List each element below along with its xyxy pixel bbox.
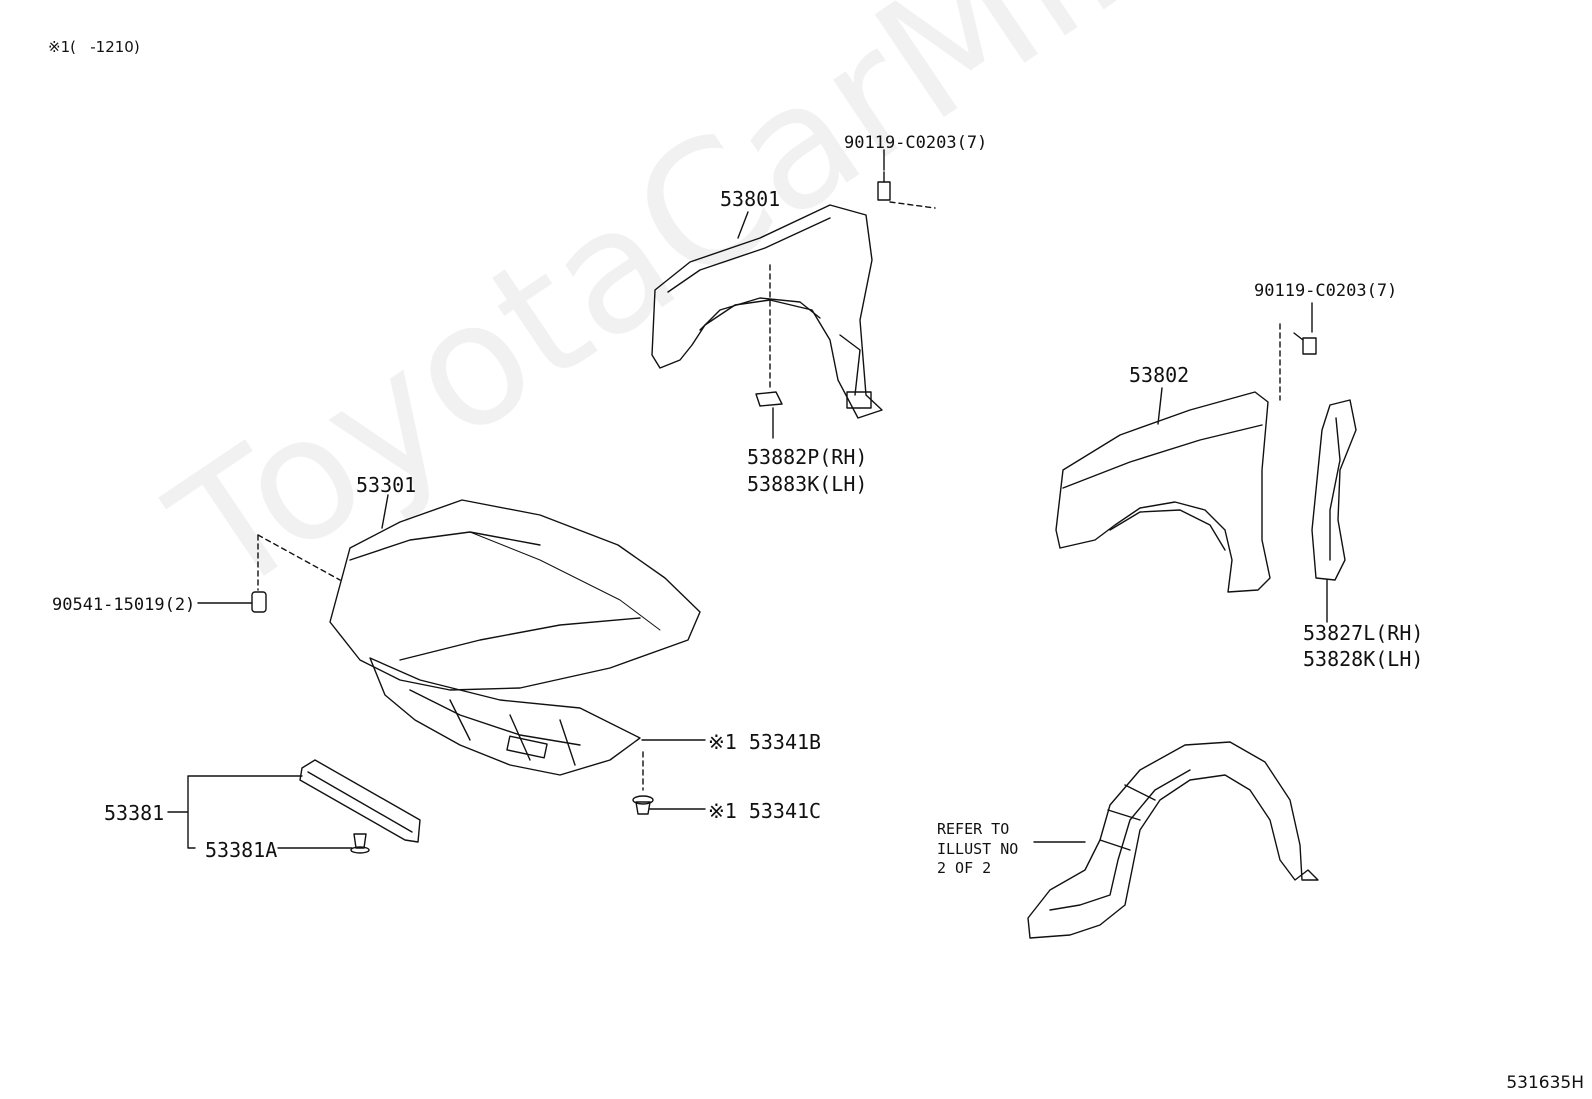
part-label-bolt-fender-lh[interactable]: 90119-C0203(7) [1254,281,1398,301]
part-label-bolt-fender-rh[interactable]: 90119-C0203(7) [844,133,988,153]
leader-line [737,211,749,239]
part-label-bracket-rh[interactable]: 53827L(RH) [1303,621,1424,645]
hood-seal [299,759,421,843]
front-fender-lh [1055,391,1271,593]
hood [329,499,701,691]
dashed-line [257,534,341,581]
part-label-insulator-clip[interactable]: ※1 53341C [708,799,822,823]
leader-line [381,494,389,529]
part-label-hood-cushion[interactable]: 90541-15019(2) [52,595,196,615]
part-label-hood-insulator[interactable]: ※1 53341B [708,730,822,754]
fender-liner [1027,741,1319,939]
refer-illust-note[interactable]: REFER TO ILLUST NO 2 OF 2 [937,820,1019,877]
clip-icon [632,795,654,815]
part-label-seal-clip[interactable]: 53381A [205,838,278,862]
bolt-icon [877,171,891,201]
bolt-icon [1293,332,1317,355]
dashed-line [889,201,936,209]
part-label-hood[interactable]: 53301 [356,473,417,497]
fender-bracket [1311,399,1357,581]
part-label-fender-lh[interactable]: 53802 [1129,363,1190,387]
front-fender-rh [651,204,883,419]
diagram-code: 531635H [1506,1073,1584,1093]
bracket-line [167,775,303,849]
clip-icon [350,833,370,854]
pad-icon [755,391,783,407]
hood-insulator [369,657,641,776]
part-label-hood-seal[interactable]: 53381 [104,801,165,825]
applicability-note: ※1( -1210) [48,38,140,56]
part-label-pad-lh[interactable]: 53883K(LH) [747,472,868,496]
cushion-icon [251,591,267,613]
part-label-bracket-lh[interactable]: 53828K(LH) [1303,647,1424,671]
part-label-fender-rh[interactable]: 53801 [720,187,781,211]
leader-line [1157,387,1163,425]
part-label-pad-rh[interactable]: 53882P(RH) [747,445,868,469]
